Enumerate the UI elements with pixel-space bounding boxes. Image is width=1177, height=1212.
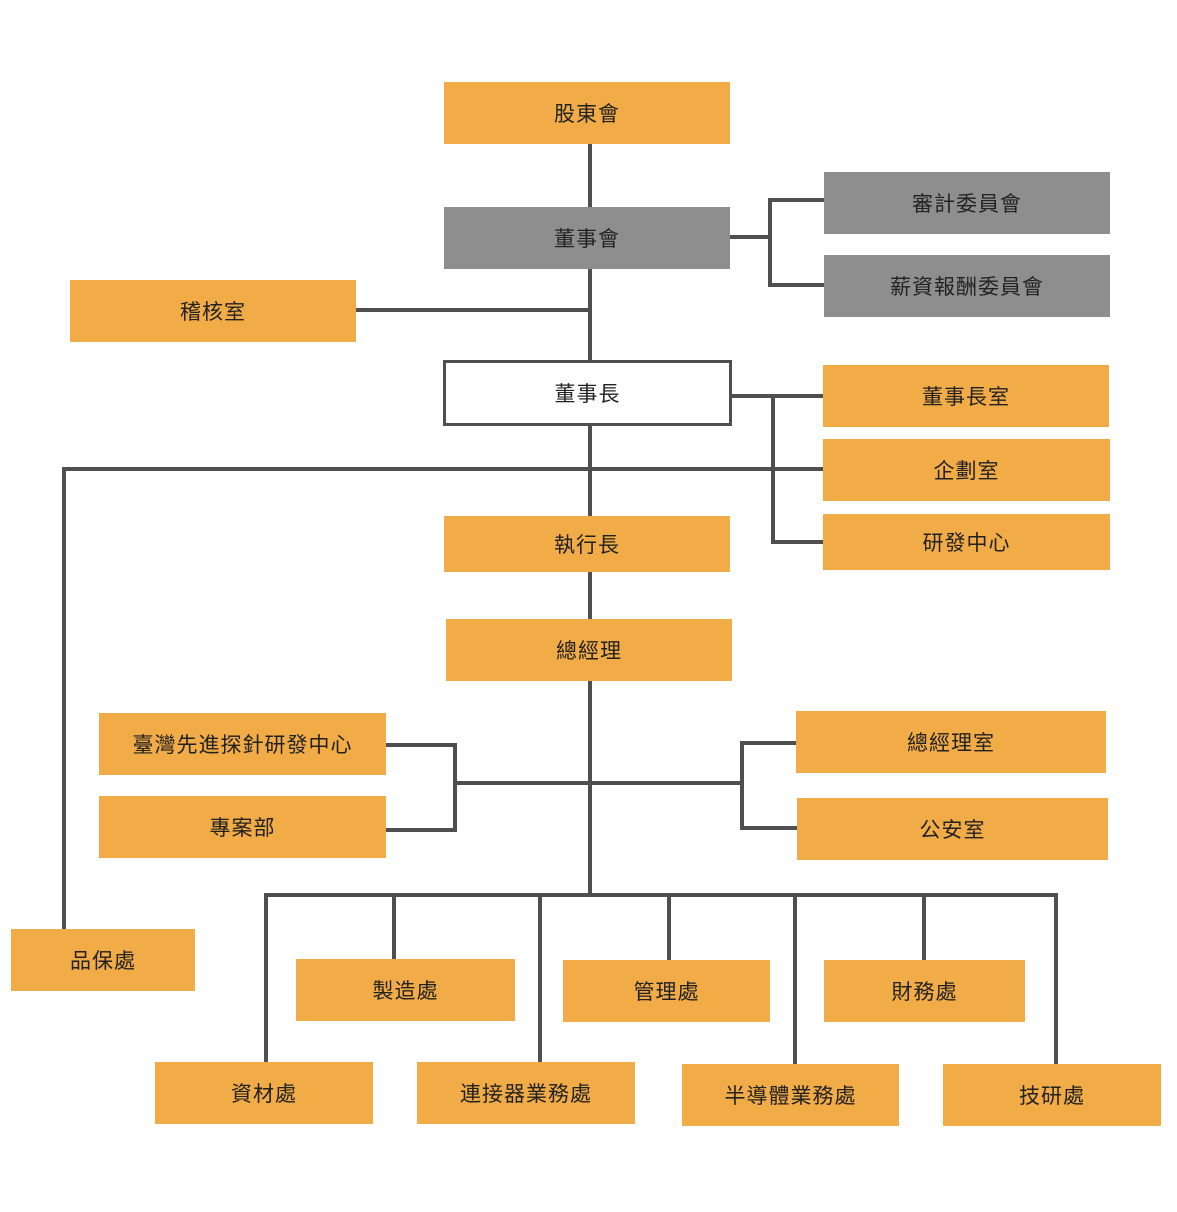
node-internal-audit: 稽核室 bbox=[70, 280, 356, 342]
node-management: 管理處 bbox=[563, 960, 770, 1022]
node-shareholders: 股東會 bbox=[444, 82, 730, 144]
node-connector-business: 連接器業務處 bbox=[417, 1062, 635, 1124]
node-president: 總經理 bbox=[446, 619, 732, 681]
node-security-office: 公安室 bbox=[797, 798, 1108, 860]
node-quality-assurance: 品保處 bbox=[11, 929, 195, 991]
node-audit-committee: 審計委員會 bbox=[824, 172, 1110, 234]
node-project-dept: 專案部 bbox=[99, 796, 386, 858]
node-ceo: 執行長 bbox=[444, 516, 730, 572]
node-technology-rd: 技研處 bbox=[943, 1064, 1161, 1126]
node-chairman: 董事長 bbox=[443, 360, 732, 426]
node-planning-office: 企劃室 bbox=[823, 439, 1110, 501]
node-rd-center: 研發中心 bbox=[823, 514, 1110, 570]
node-president-office: 總經理室 bbox=[796, 711, 1106, 773]
node-manufacturing: 製造處 bbox=[296, 959, 515, 1021]
node-semiconductor-business: 半導體業務處 bbox=[682, 1064, 899, 1126]
node-probe-rd-center: 臺灣先進探針研發中心 bbox=[99, 713, 386, 775]
node-remuneration-committee: 薪資報酬委員會 bbox=[824, 255, 1110, 317]
node-board: 董事會 bbox=[444, 207, 730, 269]
node-finance: 財務處 bbox=[824, 960, 1025, 1022]
node-chairman-office: 董事長室 bbox=[823, 365, 1109, 427]
node-materials: 資材處 bbox=[155, 1062, 373, 1124]
